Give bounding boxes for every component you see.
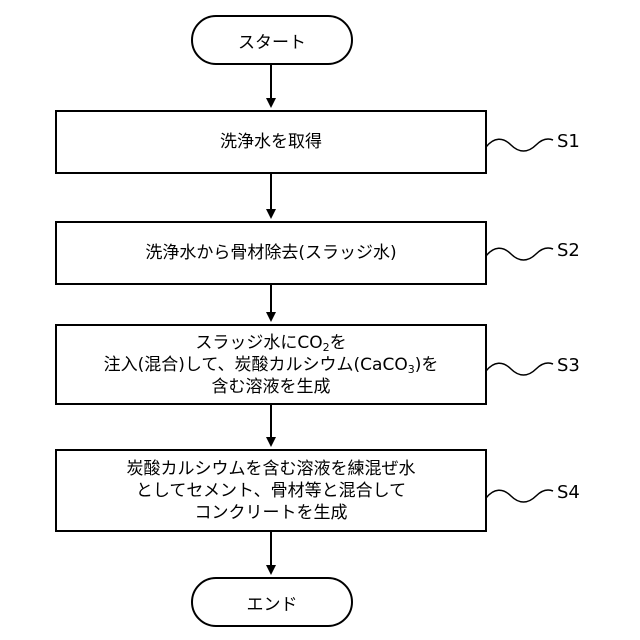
step-label-s2: S2: [557, 241, 580, 261]
step-s4-line-3: コンクリートを生成: [195, 502, 348, 524]
step-s3-line-1: スラッジ水にCO2を: [195, 332, 346, 354]
step-s3-box: スラッジ水にCO2を 注入(混合)して、炭酸カルシウム(CaCO3)を 含む溶液…: [55, 324, 487, 405]
start-terminal: スタート: [191, 15, 353, 65]
step-label-s3: S3: [557, 356, 580, 376]
leader-s4: [486, 490, 553, 502]
step-s4-box: 炭酸カルシウムを含む溶液を練混ぜ水 としてセメント、骨材等と混合して コンクリー…: [55, 449, 487, 532]
step-s3-line-3: 含む溶液を生成: [212, 376, 331, 398]
leader-s2: [486, 248, 553, 260]
step-s2-text: 洗浄水から骨材除去(スラッジ水): [145, 242, 396, 264]
step-s4-line-2: としてセメント、骨材等と混合して: [136, 480, 406, 502]
step-s4-line-1: 炭酸カルシウムを含む溶液を練混ぜ水: [127, 458, 416, 480]
end-terminal: エンド: [191, 577, 353, 627]
step-s1-text: 洗浄水を取得: [220, 131, 322, 153]
leader-s1: [486, 139, 553, 151]
step-s3-line-2: 注入(混合)して、炭酸カルシウム(CaCO3)を: [104, 354, 439, 376]
step-label-s1: S1: [557, 132, 580, 152]
step-label-s4: S4: [557, 483, 580, 503]
start-label: スタート: [238, 28, 306, 53]
step-s2-box: 洗浄水から骨材除去(スラッジ水): [55, 221, 487, 285]
step-s1-box: 洗浄水を取得: [55, 110, 487, 174]
leader-s3: [486, 363, 553, 375]
end-label: エンド: [247, 590, 298, 615]
